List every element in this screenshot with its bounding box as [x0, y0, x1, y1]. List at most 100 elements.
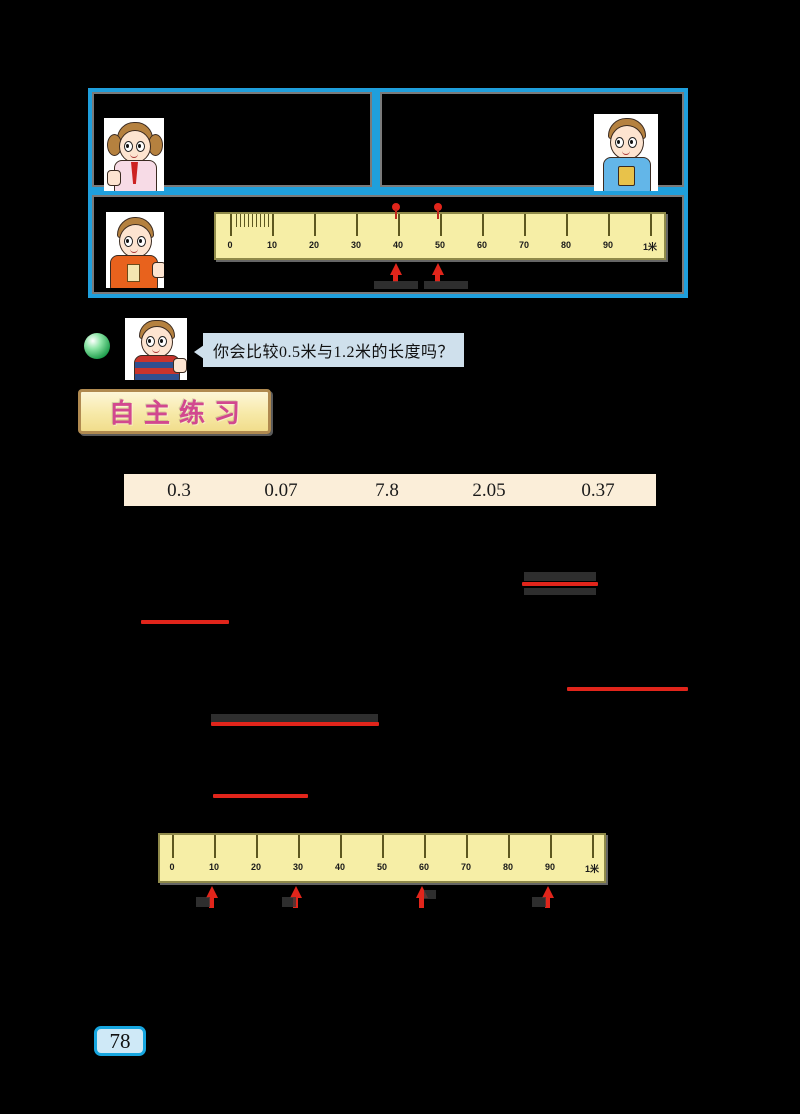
- ruler-bottom-arrow-90-stem: [545, 897, 550, 908]
- ruler-top-pin-40: [392, 203, 400, 219]
- green-sphere-icon: [84, 333, 110, 359]
- ruler-top-label-20: 20: [308, 240, 320, 250]
- ruler-top-label-60: 60: [476, 240, 488, 250]
- ruler-top-minor-tick: [252, 214, 253, 227]
- panel-right: [376, 88, 688, 191]
- mouth-shape: [130, 248, 138, 253]
- ruler-bottom-arrow-10-stem: [209, 897, 214, 908]
- ruler-bottom-tick-90: [550, 835, 552, 858]
- ruler-bottom-arrow-30: [290, 886, 302, 898]
- red-underline-2: [141, 620, 229, 624]
- raised-hand: [173, 358, 187, 373]
- section-banner-label: 自主练习: [108, 398, 249, 428]
- mouth-shape: [622, 150, 630, 155]
- ruler-bottom-label-90: 90: [544, 862, 556, 872]
- ruler-top-label-70: 70: [518, 240, 530, 250]
- redacted-answer-blank-90: [532, 897, 546, 907]
- red-tie: [131, 162, 138, 184]
- top-illustration-block: 0 10 20 30 40 50 60 70 80 90 1米: [88, 88, 688, 298]
- ruler-bottom-label-1m: 1米: [584, 864, 600, 874]
- ruler-bottom-label-0: 0: [169, 862, 175, 872]
- ruler-top-tick-40: [398, 214, 400, 236]
- ruler-top-tick-20: [314, 214, 316, 236]
- ruler-bottom-label-10: 10: [208, 862, 220, 872]
- raised-hand: [152, 262, 164, 278]
- ruler-bottom-label-50: 50: [376, 862, 388, 872]
- ruler-bottom-tick-20: [256, 835, 258, 858]
- ruler-top-minor-tick: [244, 214, 245, 227]
- ruler-bottom-tick-10: [214, 835, 216, 858]
- left-pupil: [617, 140, 620, 144]
- ruler-top-label-30: 30: [350, 240, 362, 250]
- ruler-top-tick-0: [230, 214, 232, 236]
- redacted-text-line: [524, 572, 596, 581]
- ruler-top-tick-60: [482, 214, 484, 236]
- mouth-shape: [130, 153, 138, 158]
- ruler-top-minor-tick: [236, 214, 237, 227]
- right-pupil: [138, 144, 141, 148]
- ruler-top-minor-tick: [268, 214, 269, 227]
- ruler-bottom-tick-0: [172, 835, 174, 858]
- question-speech-bubble: 你会比较0.5米与1.2米的长度吗？: [193, 333, 465, 367]
- redacted-answer-blank-10: [196, 897, 210, 907]
- ruler-top-tick-100: [650, 214, 652, 236]
- right-pupil: [139, 239, 142, 243]
- decimal-value-4: 0.37: [581, 480, 615, 501]
- red-underline-4: [211, 722, 379, 726]
- ruler-bottom-label-20: 20: [250, 862, 262, 872]
- left-pupil: [126, 239, 129, 243]
- right-pupil: [160, 339, 163, 343]
- ruler-bottom: 0 10 20 30 40 50 60 70 80 90 1米: [158, 833, 606, 883]
- decimal-value-3: 2.05: [472, 480, 506, 501]
- ruler-bottom-tick-100: [592, 835, 594, 858]
- decimal-number-band: 0.3 0.07 7.8 2.05 0.37: [124, 474, 656, 506]
- ruler-top-label-50: 50: [434, 240, 446, 250]
- red-underline-5: [213, 794, 308, 798]
- left-pupil: [126, 144, 129, 148]
- ruler-bottom-label-30: 30: [292, 862, 304, 872]
- ruler-top-pin-50: [434, 203, 442, 219]
- pin-head: [392, 203, 400, 211]
- raised-hand: [107, 170, 121, 186]
- ruler-top-minor-tick: [240, 214, 241, 227]
- ruler-top-tick-80: [566, 214, 568, 236]
- ruler-bottom-tick-60: [424, 835, 426, 858]
- yellow-tie: [618, 166, 635, 186]
- mouth-shape: [152, 348, 160, 353]
- left-pupil: [148, 339, 151, 343]
- boy-orange-sweater-avatar: [106, 212, 164, 288]
- pin-head: [434, 203, 442, 211]
- ruler-top-label-40: 40: [392, 240, 404, 250]
- red-underline-1: [522, 582, 598, 586]
- ruler-top-label-1m: 1米: [642, 242, 658, 252]
- ruler-top-tick-10: [272, 214, 274, 236]
- page-number-badge: 78: [94, 1026, 146, 1056]
- ruler-top-arrow-50: [432, 263, 444, 275]
- redacted-caption-right: [424, 281, 468, 289]
- ruler-top-tick-50: [440, 214, 442, 236]
- ruler-top-arrow-40-stem: [393, 274, 398, 282]
- ruler-bottom-tick-40: [340, 835, 342, 858]
- decimal-value-1: 0.07: [264, 480, 298, 501]
- boy-blue-shirt-avatar: [594, 114, 658, 191]
- pin-stem: [395, 209, 397, 219]
- ruler-bottom-arrow-10: [206, 886, 218, 898]
- ruler-bottom-arrow-60-stem: [419, 897, 424, 908]
- ruler-top-tick-70: [524, 214, 526, 236]
- ruler-bottom-label-60: 60: [418, 862, 430, 872]
- ruler-top-minor-tick: [260, 214, 261, 227]
- redacted-answer-blank-30: [282, 897, 296, 907]
- redacted-text-line: [211, 714, 378, 723]
- panel-left: [88, 88, 376, 191]
- decimal-value-0: 0.3: [167, 480, 191, 501]
- ruler-top-label-10: 10: [266, 240, 278, 250]
- ruler-bottom-arrow-90: [542, 886, 554, 898]
- pin-stem: [437, 209, 439, 219]
- section-banner: 自主练习: [78, 389, 271, 434]
- ruler-bottom-label-40: 40: [334, 862, 346, 872]
- ruler-top-label-0: 0: [227, 240, 233, 250]
- redacted-answer-blank-60: [424, 890, 436, 899]
- panel-bottom: 0 10 20 30 40 50 60 70 80 90 1米: [88, 191, 688, 298]
- ruler-bottom-tick-70: [466, 835, 468, 858]
